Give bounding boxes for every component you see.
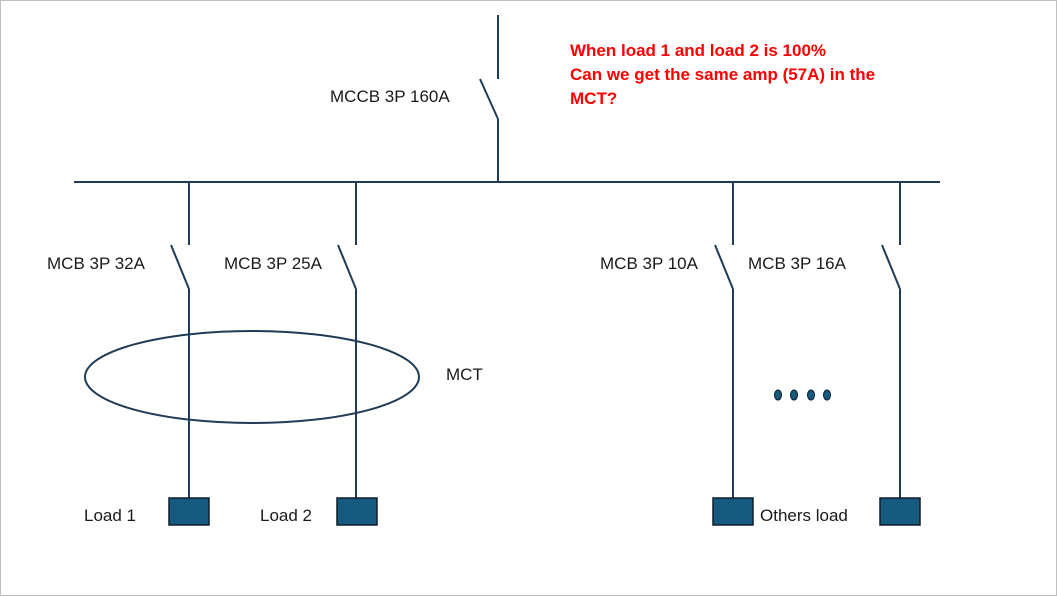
ellipsis-dot-1 bbox=[774, 389, 782, 401]
others-load-box-1 bbox=[712, 497, 754, 526]
ellipsis-dot-2 bbox=[790, 389, 798, 401]
question-text: When load 1 and load 2 is 100% Can we ge… bbox=[570, 39, 930, 111]
load-2-label: Load 2 bbox=[260, 506, 312, 525]
load-1-box bbox=[168, 497, 210, 526]
ellipsis-dot-3 bbox=[807, 389, 815, 401]
mcb-4-switch bbox=[881, 244, 901, 290]
load-1-label: Load 1 bbox=[84, 506, 136, 525]
main-breaker-switch bbox=[479, 78, 499, 120]
mcb-4-label: MCB 3P 16A bbox=[748, 254, 846, 273]
others-load-label: Others load bbox=[760, 506, 848, 525]
load-2-box bbox=[336, 497, 378, 526]
mcb-2-label: MCB 3P 25A bbox=[224, 254, 322, 273]
mcb-3-switch bbox=[714, 244, 734, 290]
mcb-2-switch bbox=[337, 244, 357, 290]
ellipsis-dot-4 bbox=[823, 389, 831, 401]
question-line-1: When load 1 and load 2 is 100% bbox=[570, 41, 827, 60]
mcb-1-switch bbox=[170, 244, 190, 290]
others-load-box-2 bbox=[879, 497, 921, 526]
mcb-1-label: MCB 3P 32A bbox=[47, 254, 145, 273]
question-line-3: MCT? bbox=[570, 89, 618, 108]
mct-ellipse bbox=[84, 330, 420, 424]
mct-label: MCT bbox=[446, 365, 483, 384]
question-line-2: Can we get the same amp (57A) in the bbox=[570, 65, 876, 84]
main-breaker-label: MCCB 3P 160A bbox=[330, 87, 450, 106]
mcb-3-label: MCB 3P 10A bbox=[600, 254, 698, 273]
